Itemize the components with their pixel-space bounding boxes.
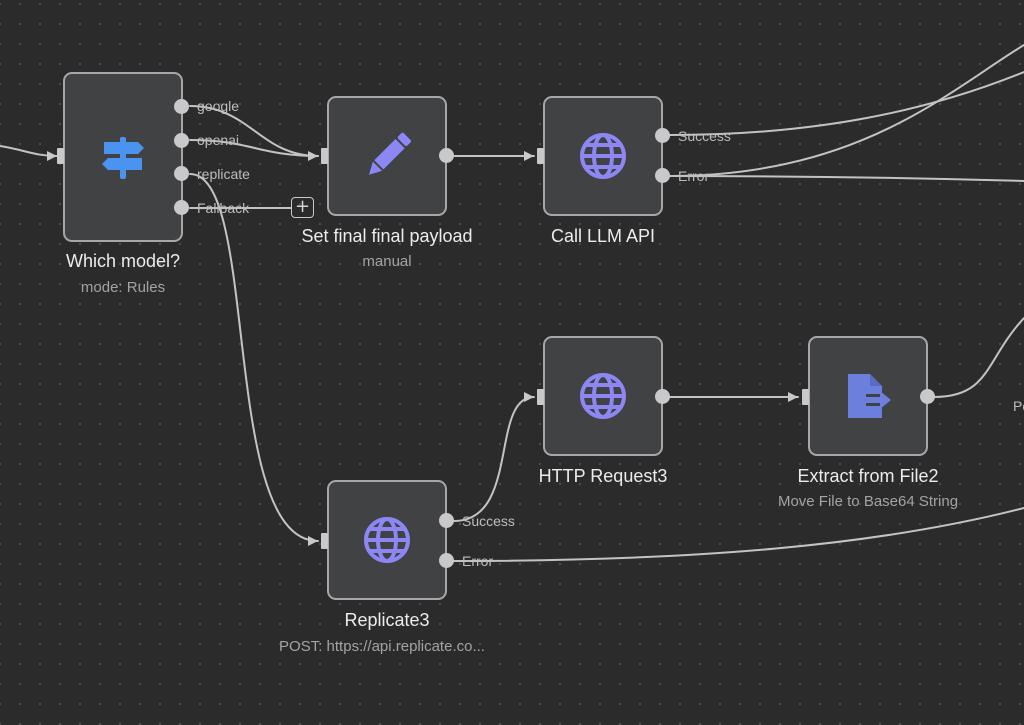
node-subtitle-extract: Move File to Base64 String [777, 493, 959, 510]
input-handle-replicate3[interactable] [321, 533, 328, 549]
output-handle-call-llm-success[interactable] [655, 128, 670, 143]
port-label-replicate3-error: Error [462, 553, 494, 569]
node-title-extract: Extract from File2 [797, 466, 939, 486]
input-handle-set-payload[interactable] [321, 148, 328, 164]
node-title-which-model: Which model? [65, 251, 181, 271]
pencil-icon [361, 130, 413, 182]
globe-icon [578, 371, 628, 421]
connection-call-llm-success-out[interactable] [669, 71, 1024, 136]
node-http-request3[interactable] [543, 336, 663, 456]
output-handle-extract[interactable] [920, 389, 935, 404]
arrowhead [308, 536, 318, 546]
output-handle-replicate3-success[interactable] [439, 513, 454, 528]
arrowhead [524, 392, 534, 402]
node-title-replicate3: Replicate3 [344, 610, 430, 630]
input-handle-http-request[interactable] [537, 389, 544, 405]
arrowhead [47, 151, 57, 161]
node-subtitle-set-payload: manual [362, 253, 412, 270]
node-title-call-llm: Call LLM API [550, 226, 656, 246]
port-label-replicate3-success: Success [462, 513, 515, 529]
output-handle-google[interactable] [174, 99, 189, 114]
connection-call-llm-error-out-2[interactable] [669, 175, 1024, 182]
node-title-set-payload: Set final final payload [301, 226, 473, 246]
input-handle-which-model[interactable] [57, 148, 64, 164]
port-label-replicate: replicate [197, 166, 250, 182]
output-handle-set-payload[interactable] [439, 148, 454, 163]
globe-icon [362, 515, 412, 565]
connection-replicate3-error-out[interactable] [453, 507, 1024, 562]
port-label-fallback: Fallback [197, 200, 250, 216]
port-label-openai: openai [197, 132, 240, 148]
output-handle-fallback[interactable] [174, 200, 189, 215]
add-node-button[interactable]: + [291, 197, 314, 218]
output-handle-http-request[interactable] [655, 389, 670, 404]
node-subtitle-which-model: mode: Rules [80, 279, 166, 296]
port-label-call-llm-success: Success [678, 128, 731, 144]
connection-extract-out[interactable] [933, 317, 1024, 398]
output-handle-openai[interactable] [174, 133, 189, 148]
output-handle-call-llm-error[interactable] [655, 168, 670, 183]
input-handle-extract[interactable] [802, 389, 809, 405]
arrowhead [524, 151, 534, 161]
port-label-call-llm-error: Error [678, 168, 710, 184]
arrowhead [308, 151, 318, 161]
input-handle-call-llm[interactable] [537, 148, 544, 164]
connection-replicate3-success-http[interactable] [453, 396, 535, 522]
arrowhead [788, 392, 798, 402]
node-replicate3[interactable] [327, 480, 447, 600]
offscreen-node-label: Po [1013, 398, 1024, 414]
globe-icon [578, 131, 628, 181]
node-which-model[interactable] [63, 72, 183, 242]
file-export-icon [842, 370, 894, 422]
connection-call-llm-error-out-1[interactable] [669, 44, 1024, 177]
node-set-final-payload[interactable] [327, 96, 447, 216]
connection-replicate-replicate3[interactable] [189, 173, 319, 542]
output-handle-replicate3-error[interactable] [439, 553, 454, 568]
signpost-icon [98, 132, 148, 182]
connection-openai-set-payload[interactable] [189, 139, 319, 157]
connection-google-set-payload[interactable] [189, 105, 319, 157]
node-call-llm-api[interactable] [543, 96, 663, 216]
node-title-http-request: HTTP Request3 [538, 466, 668, 486]
output-handle-replicate[interactable] [174, 166, 189, 181]
node-extract-from-file2[interactable] [808, 336, 928, 456]
port-label-google: google [197, 98, 240, 114]
node-subtitle-replicate3: POST: https://api.replicate.co... [279, 638, 485, 655]
